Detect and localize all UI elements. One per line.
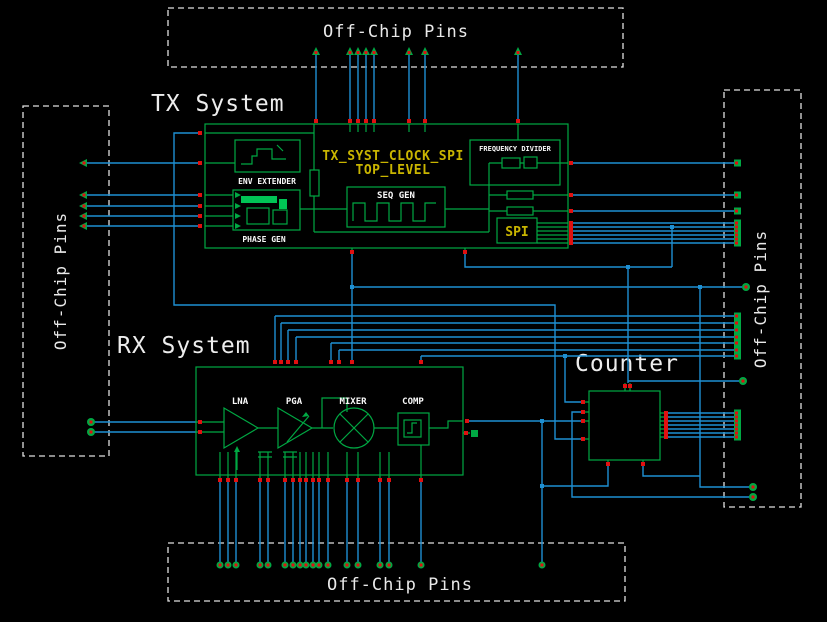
offchip-label-right: Off-Chip Pins: [751, 230, 770, 368]
comp-symbol[interactable]: [397, 412, 430, 446]
tx-system-block[interactable]: ENV EXTENDER PHASE GEN TX_SYST_CLOCK_SPI…: [204, 123, 569, 252]
pga-symbol[interactable]: [277, 406, 314, 450]
offchip-box-right: Off-Chip Pins: [723, 89, 802, 508]
phase-gen-block[interactable]: [232, 189, 301, 231]
offchip-label-top: Off-Chip Pins: [323, 22, 469, 42]
lna-symbol[interactable]: [223, 406, 260, 450]
offchip-box-bottom: Off-Chip Pins: [167, 542, 626, 602]
offchip-pin-arrows-left[interactable]: [79, 159, 95, 436]
pga-label: PGA: [286, 397, 303, 407]
tx-annotation-line2: TOP_LEVEL: [356, 163, 431, 178]
offchip-box-top: Off-Chip Pins: [167, 7, 624, 68]
counter-block[interactable]: [581, 383, 668, 466]
wires[interactable]: [87, 55, 749, 562]
tx-annotation-line1: TX_SYST_CLOCK_SPI: [322, 149, 464, 164]
spi-label: SPI: [505, 225, 528, 240]
offchip-label-bottom: Off-Chip Pins: [327, 575, 473, 595]
tx-resistor-1[interactable]: [506, 190, 534, 200]
frequency-divider-label: FREQUENCY DIVIDER: [479, 145, 551, 153]
rx-system-block[interactable]: LNA PGA MIXER COMP: [195, 366, 470, 481]
counter-title: Counter: [575, 351, 679, 377]
lna-label: LNA: [232, 397, 249, 407]
env-extender-block[interactable]: [234, 139, 301, 173]
mixer-label: MIXER: [339, 397, 367, 407]
tx-system-title: TX System: [151, 91, 285, 117]
mixer-symbol[interactable]: [333, 407, 375, 449]
offchip-pin-arrows-top[interactable]: [312, 47, 522, 55]
seq-gen-label: SEQ GEN: [377, 191, 415, 201]
offchip-label-left: Off-Chip Pins: [51, 212, 70, 350]
tx-resistor-vertical[interactable]: [309, 169, 320, 197]
offchip-box-left: Off-Chip Pins: [22, 105, 110, 457]
env-extender-label: ENV EXTENDER: [238, 177, 296, 186]
spi-block[interactable]: [496, 217, 538, 244]
frequency-divider-block[interactable]: [469, 139, 561, 186]
counter-outline[interactable]: [588, 390, 661, 461]
tx-system-outline[interactable]: [204, 123, 569, 249]
tx-resistor-2[interactable]: [506, 206, 534, 216]
pin-markers-red[interactable]: [82, 51, 755, 567]
rx-system-title: RX System: [117, 333, 251, 359]
comp-label: COMP: [402, 397, 424, 407]
phase-gen-label: PHASE GEN: [242, 235, 286, 244]
seq-gen-block[interactable]: [346, 186, 446, 228]
